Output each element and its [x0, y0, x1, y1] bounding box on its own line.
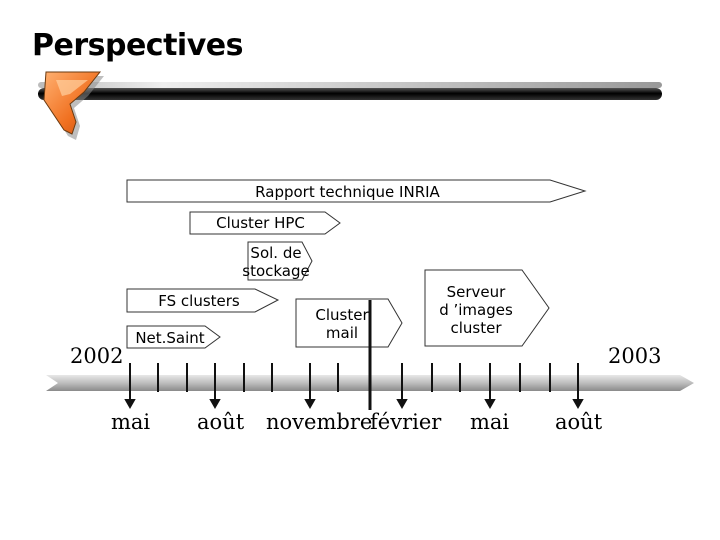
activity-serveur-images-arrow	[424, 269, 550, 347]
month-label: mai	[470, 410, 510, 434]
activity-cluster-mail-arrow	[295, 298, 403, 348]
year-start-label: 2002	[70, 344, 124, 368]
year-end-label: 2003	[608, 344, 662, 368]
activity-cluster-hpc-label: Cluster HPC	[216, 214, 305, 232]
boomerang-logo	[43, 71, 104, 140]
activity-netsaint-label: Net.Saint	[135, 329, 205, 347]
timeline-ticks	[129, 300, 551, 410]
month-label: novembre	[266, 410, 373, 434]
activity-cluster-mail-label: Cluster mail	[315, 306, 369, 342]
month-label: février	[370, 410, 442, 434]
activity-sol-stockage-arrow	[247, 241, 313, 281]
header-bar	[38, 82, 662, 100]
activity-fs-clusters-label: FS clusters	[158, 292, 240, 310]
activity-serveur-images-label: Serveur d ’images cluster	[439, 283, 513, 337]
month-markers	[124, 363, 584, 410]
month-label: mai	[111, 410, 151, 434]
activity-netsaint-arrow	[126, 325, 221, 349]
activity-cluster-hpc-arrow	[189, 211, 341, 235]
activity-sol-stockage-label: Sol. de stockage	[242, 244, 310, 280]
month-label: août	[197, 410, 245, 434]
activity-rapport-label: Rapport technique INRIA	[255, 183, 440, 201]
activity-fs-clusters-arrow	[126, 288, 280, 313]
activity-rapport-arrow	[126, 179, 587, 203]
slide-title: Perspectives	[32, 28, 243, 63]
month-label: août	[555, 410, 603, 434]
